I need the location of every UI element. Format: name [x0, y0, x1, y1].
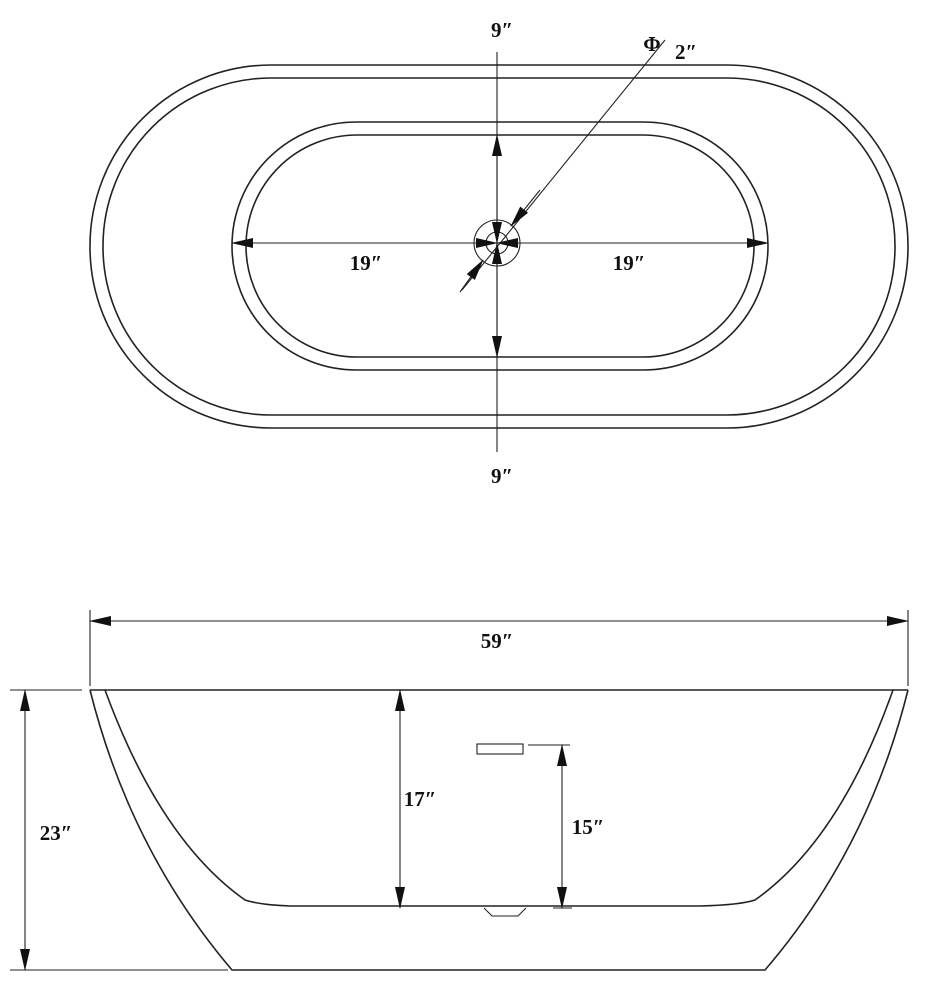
- basin-outer-edge: [231, 121, 769, 371]
- tub-rim-inner-edge: [102, 77, 896, 416]
- basin-floor-edge: [245, 134, 755, 358]
- tub-outer-profile: [89, 689, 909, 971]
- top-view: 9″ 9″ 19″ 19″ Φ 2″: [89, 18, 909, 488]
- drain-bump: [483, 907, 527, 917]
- label-phi: Φ: [643, 32, 660, 56]
- label-height-23: 23″: [40, 821, 73, 845]
- label-drain-2: 2″: [675, 40, 697, 64]
- tub-outer-rim: [89, 64, 909, 429]
- label-top-9: 9″: [491, 18, 513, 42]
- label-left-19: 19″: [350, 251, 383, 275]
- dim-drain-diameter: [461, 39, 666, 291]
- label-depth-17: 17″: [404, 787, 437, 811]
- side-view: 59″ 23″ 17″ 15″: [10, 610, 909, 971]
- label-bottom-9: 9″: [491, 464, 513, 488]
- overflow-drain: [476, 743, 524, 755]
- label-overflow-15: 15″: [572, 815, 605, 839]
- label-length-59: 59″: [481, 629, 514, 653]
- label-right-19: 19″: [613, 251, 646, 275]
- tub-inner-profile: [104, 689, 894, 907]
